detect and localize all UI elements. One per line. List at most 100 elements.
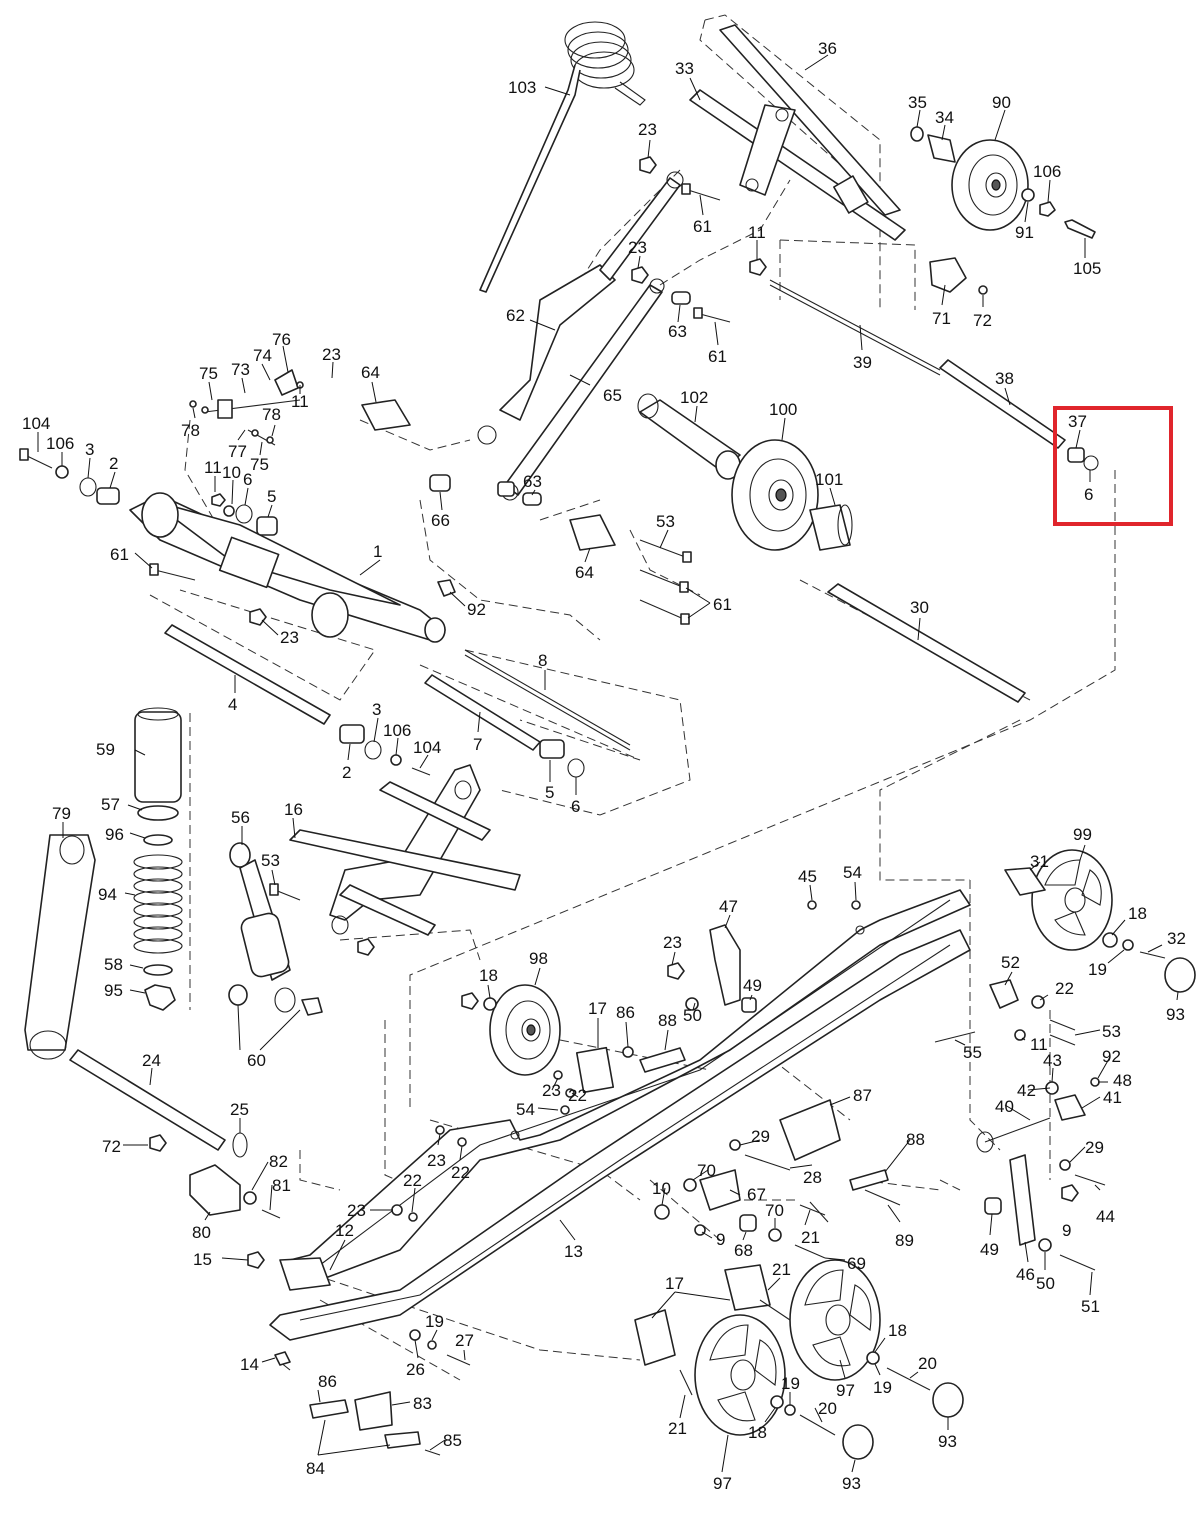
callout-labels: 103 33 36 23 35 34 90 106 61 91 105 11 2… (22, 39, 1186, 1493)
callout-17: 17 (665, 1274, 684, 1293)
callout-21: 21 (772, 1260, 791, 1279)
callout-16: 16 (284, 800, 303, 819)
callout-72: 72 (973, 311, 992, 330)
callout-98: 98 (529, 949, 548, 968)
callout-61: 61 (110, 545, 129, 564)
callout-70: 70 (765, 1201, 784, 1220)
callout-55: 55 (963, 1043, 982, 1062)
callout-78: 78 (262, 405, 281, 424)
rail-assembly (149, 849, 1196, 1460)
callout-10: 10 (222, 463, 241, 482)
callout-22: 22 (1055, 979, 1074, 998)
callout-53: 53 (261, 851, 280, 870)
wheel-98 (489, 984, 561, 1076)
callout-26: 26 (406, 1360, 425, 1379)
callout-97: 97 (836, 1381, 855, 1400)
callout-19: 19 (781, 1374, 800, 1393)
callout-46: 46 (1016, 1265, 1035, 1284)
callout-7: 7 (473, 735, 482, 754)
highlight-box (1053, 406, 1173, 526)
callout-22: 22 (451, 1163, 470, 1182)
callout-20: 20 (818, 1399, 837, 1418)
callout-14: 14 (240, 1355, 259, 1374)
callout-6: 6 (571, 797, 580, 816)
callout-6: 6 (1084, 485, 1093, 504)
rail-link-79 (24, 834, 96, 1060)
callout-53: 53 (1102, 1022, 1121, 1041)
wheel-99 (1031, 849, 1113, 951)
callout-24: 24 (142, 1051, 161, 1070)
callout-47: 47 (719, 897, 738, 916)
callout-85: 85 (443, 1431, 462, 1450)
callout-101: 101 (815, 470, 843, 489)
callout-83: 83 (413, 1394, 432, 1413)
shaft-4 (164, 624, 331, 725)
callout-40: 40 (995, 1097, 1014, 1116)
callout-28: 28 (803, 1168, 822, 1187)
callout-106: 106 (46, 434, 74, 453)
callout-102: 102 (680, 388, 708, 407)
callout-19: 19 (873, 1378, 892, 1397)
callout-10: 10 (652, 1179, 671, 1198)
callout-21: 21 (801, 1228, 820, 1247)
callout-61: 61 (708, 347, 727, 366)
shaft-24 (69, 1049, 226, 1151)
callout-23: 23 (638, 120, 657, 139)
callout-18: 18 (1128, 904, 1147, 923)
wheel-97-rear (789, 1259, 881, 1381)
arm-bracket (739, 104, 796, 196)
callout-93: 93 (842, 1474, 861, 1493)
callout-106: 106 (1033, 162, 1061, 181)
callout-3: 3 (85, 440, 94, 459)
callout-90: 90 (992, 93, 1011, 112)
callout-96: 96 (105, 825, 124, 844)
front-arm-1 (129, 492, 446, 643)
callout-95: 95 (104, 981, 123, 1000)
callout-84: 84 (306, 1459, 325, 1478)
front-arm-assembly (19, 369, 631, 778)
callout-61: 61 (693, 217, 712, 236)
callout-93: 93 (1166, 1005, 1185, 1024)
callout-99: 99 (1073, 825, 1092, 844)
callout-34: 34 (935, 108, 954, 127)
callout-54: 54 (516, 1100, 535, 1119)
callout-73: 73 (231, 360, 250, 379)
callout-18: 18 (888, 1321, 907, 1340)
callout-19: 19 (1088, 960, 1107, 979)
callout-79: 79 (52, 804, 71, 823)
callout-11: 11 (1030, 1035, 1048, 1054)
callout-66: 66 (431, 511, 450, 530)
callout-61: 61 (713, 595, 732, 614)
callout-89: 89 (895, 1231, 914, 1250)
shaft-36 (719, 24, 901, 216)
callout-33: 33 (675, 59, 694, 78)
callout-81: 81 (272, 1176, 291, 1195)
front-shock-assembly (24, 707, 521, 1151)
callout-20: 20 (918, 1354, 937, 1373)
callout-39: 39 (853, 353, 872, 372)
callout-80: 80 (192, 1223, 211, 1242)
callout-71: 71 (932, 309, 951, 328)
idler-wheel-100 (731, 439, 819, 551)
swing-arm-16 (289, 764, 521, 936)
callout-103: 103 (508, 78, 536, 97)
callout-52: 52 (1001, 953, 1020, 972)
callout-23: 23 (427, 1151, 446, 1170)
callout-60: 60 (247, 1051, 266, 1070)
callout-4: 4 (228, 695, 237, 714)
rear-upper-assembly (361, 21, 1099, 703)
callout-9: 9 (716, 1230, 725, 1249)
callout-87: 87 (853, 1086, 872, 1105)
callout-91: 91 (1015, 223, 1034, 242)
callout-88: 88 (906, 1130, 925, 1149)
callout-1: 1 (373, 542, 382, 561)
callout-31: 31 (1030, 852, 1049, 871)
callout-8: 8 (538, 651, 547, 670)
callout-93: 93 (938, 1432, 957, 1451)
callout-86: 86 (318, 1372, 337, 1391)
callout-11: 11 (204, 458, 222, 477)
callout-6: 6 (243, 470, 252, 489)
callout-32: 32 (1167, 929, 1186, 948)
callout-25: 25 (230, 1100, 249, 1119)
